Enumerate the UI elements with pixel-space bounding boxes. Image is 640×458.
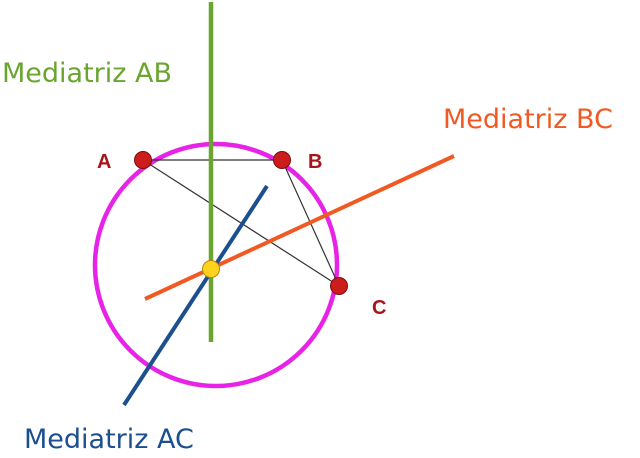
mediatriz-ac-label: Mediatriz AC — [24, 424, 194, 455]
point-c-label: C — [372, 297, 386, 319]
point-a-label: A — [97, 151, 111, 173]
point-b — [273, 151, 291, 169]
circumcircle — [92, 141, 340, 389]
mediatriz-ac-line — [122, 184, 269, 407]
point-b-label: B — [308, 151, 322, 173]
point-a — [134, 151, 152, 169]
circumcenter-point — [202, 260, 220, 278]
mediatriz-ab-label: Mediatriz AB — [2, 58, 172, 89]
point-c — [330, 277, 348, 295]
mediatriz-bc-line — [144, 154, 455, 301]
mediatriz-bc-label: Mediatriz BC — [443, 104, 613, 135]
